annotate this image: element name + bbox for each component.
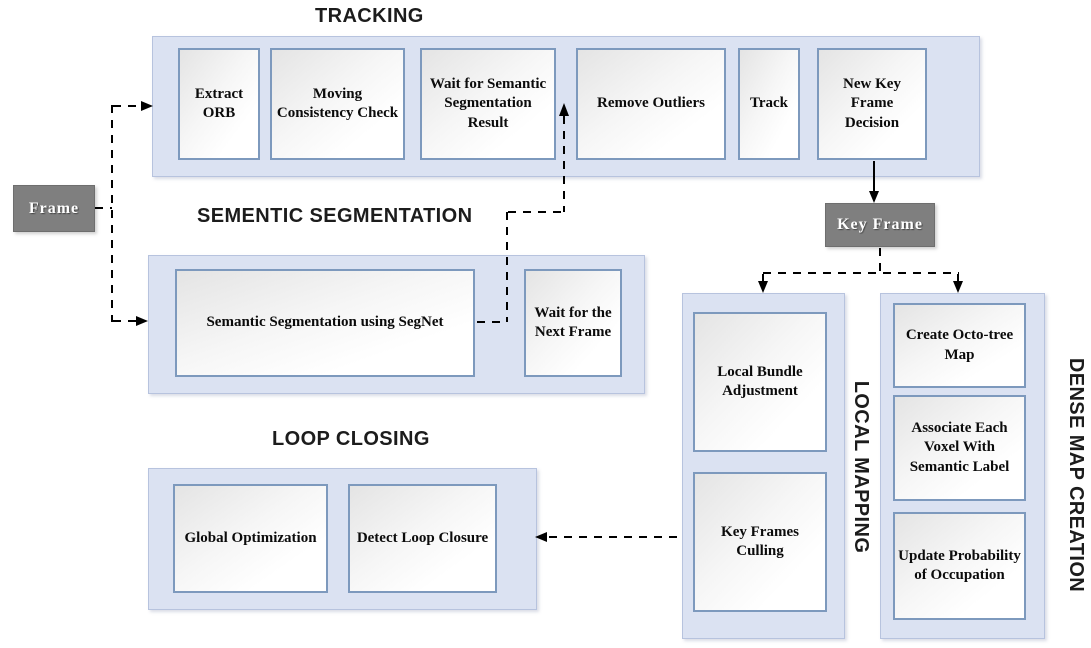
connector-mapping-to-loop xyxy=(549,536,682,538)
connector-segnet-vertical xyxy=(506,212,508,322)
arrowhead-into-tracking-up xyxy=(559,103,569,116)
node-detect-loop-closure: Detect Loop Closure xyxy=(348,484,497,593)
loop-closing-title: LOOP CLOSING xyxy=(272,428,430,450)
tracking-title: TRACKING xyxy=(315,5,424,27)
arrowhead-into-segmentation xyxy=(136,316,148,326)
local-mapping-title: LOCAL MAPPING xyxy=(850,380,872,554)
connector-frame-trunk xyxy=(111,105,113,322)
node-track: Track xyxy=(738,48,800,160)
connector-branch-right-stub xyxy=(957,274,959,282)
connector-segnet-stub xyxy=(477,321,507,323)
connector-branch-left-stub xyxy=(762,274,764,282)
connector-frame-to-tracking xyxy=(113,105,141,107)
dense-map-creation-title: DENSE MAP CREATION xyxy=(1065,357,1087,593)
node-new-key-frame-decision: New Key Frame Decision xyxy=(817,48,927,160)
node-remove-outliers: Remove Outliers xyxy=(576,48,726,160)
key-frame-node: Key Frame xyxy=(825,203,935,247)
connector-segnet-horizontal xyxy=(508,211,565,213)
semantic-segmentation-title: SEMENTIC SEGMENTATION xyxy=(197,205,473,227)
node-update-probability-occupation: Update Probability of Occupation xyxy=(893,512,1026,620)
connector-frame-stub xyxy=(95,207,112,209)
connector-frame-to-segmentation xyxy=(113,320,137,322)
arrowhead-into-loop-closing xyxy=(535,532,547,542)
node-wait-next-frame: Wait for the Next Frame xyxy=(524,269,622,377)
node-local-bundle-adjustment: Local Bundle Adjustment xyxy=(693,312,827,452)
connector-keyframe-stub xyxy=(879,248,881,273)
node-create-octo-tree-map: Create Octo-tree Map xyxy=(893,303,1026,388)
node-segnet: Semantic Segmentation using SegNet xyxy=(175,269,475,377)
node-key-frames-culling: Key Frames Culling xyxy=(693,472,827,612)
node-moving-consistency-check: Moving Consistency Check xyxy=(270,48,405,160)
node-global-optimization: Global Optimization xyxy=(173,484,328,593)
node-wait-semantic-result: Wait for Semantic Segmentation Result xyxy=(420,48,556,160)
arrowhead-into-local-mapping xyxy=(758,281,768,293)
node-extract-orb: Extract ORB xyxy=(178,48,260,160)
connector-segnet-vertical-upper xyxy=(563,116,565,212)
arrowhead-into-dense-map xyxy=(953,281,963,293)
node-associate-voxel-semantic-label: Associate Each Voxel With Semantic Label xyxy=(893,395,1026,501)
arrowhead-into-tracking xyxy=(141,101,153,111)
frame-node: Frame xyxy=(13,185,95,232)
connector-keyframe-branch xyxy=(763,272,959,274)
arrowhead-into-keyframe xyxy=(869,191,879,203)
connector-nkfd-to-keyframe xyxy=(873,161,875,192)
